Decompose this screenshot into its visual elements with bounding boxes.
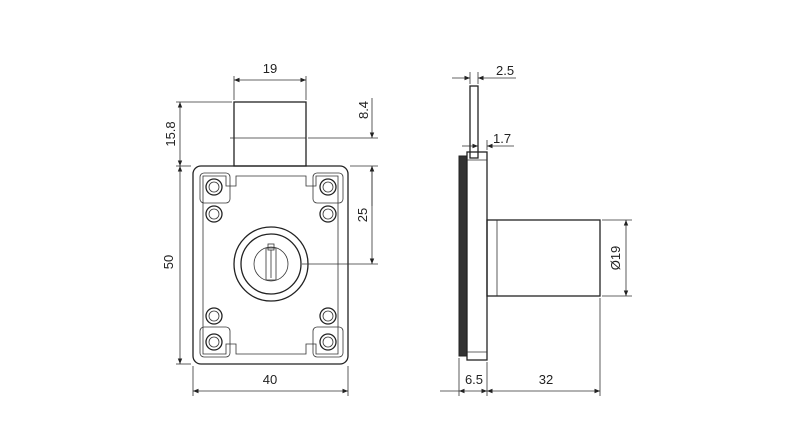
side-cylinder (486, 219, 601, 297)
dim-label-body-width: 40 (263, 372, 277, 387)
screw-boss-top-left (199, 172, 231, 204)
screw-boss-bottom-left (199, 326, 231, 358)
dim-body-height: 50 (161, 166, 191, 365)
dim-label-plate-thickness: 2.5 (496, 63, 514, 78)
dim-cylinder-length: 32 (487, 298, 601, 396)
dim-key-center: 25 (302, 166, 378, 265)
front-view (192, 101, 349, 365)
side-flange (458, 155, 468, 357)
hole-upper-right (319, 205, 337, 223)
dim-top-width: 19 (233, 61, 307, 100)
bolt-block (233, 101, 307, 167)
dim-label-top-height: 15.8 (163, 121, 178, 146)
dim-label-bolt-step: 1.7 (493, 131, 511, 146)
dim-cylinder-diameter: Ø19 (602, 219, 632, 297)
key-cylinder-core (253, 246, 289, 282)
side-flange-body (466, 151, 488, 361)
hole-lower-left (205, 307, 223, 325)
dim-flange-depth: 6.5 (440, 358, 488, 396)
hole-lower-right (319, 307, 337, 325)
dim-top-height: 15.8 (163, 101, 232, 167)
hole-upper-left (205, 205, 223, 223)
key-cylinder-ring (240, 233, 302, 295)
dim-bolt-step: 1.7 (462, 131, 514, 150)
side-view (458, 85, 601, 361)
dim-label-flange-depth: 6.5 (465, 372, 483, 387)
lock-body-inner (202, 175, 339, 355)
dim-label-cylinder-diameter: Ø19 (608, 246, 623, 271)
dim-plate-thickness: 2.5 (452, 63, 516, 84)
screw-boss-bottom-right (312, 326, 344, 358)
dim-label-top-width: 19 (263, 61, 277, 76)
lock-body-outer (192, 165, 349, 365)
dim-label-key-center: 25 (355, 208, 370, 222)
dim-label-cylinder-length: 32 (539, 372, 553, 387)
screw-boss-top-right (312, 172, 344, 204)
dim-label-bolt-offset: 8.4 (356, 101, 371, 119)
side-bolt-plate (469, 85, 479, 159)
keyhole-icon (265, 243, 277, 281)
dim-body-width: 40 (192, 366, 349, 396)
dim-label-body-height: 50 (161, 255, 176, 269)
